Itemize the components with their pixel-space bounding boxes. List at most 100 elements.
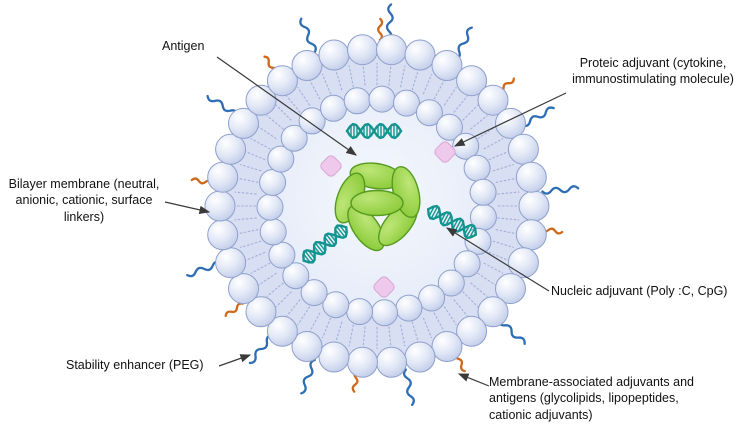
lipid-tail	[477, 272, 497, 286]
lipid-head	[376, 346, 407, 378]
lipid-head	[477, 296, 509, 328]
peg-chain	[248, 333, 274, 365]
dna-strand	[345, 122, 403, 140]
peg-chain	[453, 26, 473, 61]
lipid-head	[507, 133, 539, 165]
lipid-tail	[348, 324, 354, 347]
lipid-tail	[497, 191, 520, 195]
lipid-head	[436, 113, 463, 141]
lipid-tail	[257, 126, 277, 140]
lipid-tail	[483, 262, 504, 274]
lipid-head	[404, 39, 436, 71]
lipid-head	[515, 219, 547, 251]
lipid-tail	[497, 217, 520, 221]
lipid-head	[322, 291, 350, 319]
lipid-head	[453, 250, 481, 278]
lipid-tail	[266, 282, 284, 298]
lipid-head	[495, 107, 526, 139]
dna-rung	[335, 225, 346, 238]
lipid-head	[318, 39, 350, 71]
lipid-head	[215, 133, 247, 165]
dna-rung	[465, 224, 474, 239]
lipid-tail	[462, 291, 479, 308]
lipid-tail	[362, 326, 366, 349]
dna-strand	[302, 226, 348, 262]
lipid-tail	[275, 104, 292, 121]
lipid-tail	[275, 291, 292, 308]
dna-rung	[441, 211, 450, 226]
lipid-head	[215, 247, 247, 279]
lipid-head	[320, 94, 347, 122]
dna-rung	[317, 241, 326, 252]
lipid-tail	[495, 229, 518, 235]
lipid-tail	[250, 138, 271, 150]
lipid-tail	[433, 312, 445, 333]
lipid-tail	[266, 114, 284, 130]
dna-strand	[426, 204, 478, 240]
lipid-tail	[422, 73, 433, 95]
membrane-anchored-adjuvant	[224, 302, 244, 318]
lipid-tail	[495, 177, 518, 183]
peg-chain	[541, 185, 580, 195]
peg-chain	[497, 318, 526, 345]
label-proteic-adjuvant: Proteic adjuvant (cytokine, immunostimul…	[572, 56, 734, 87]
dna-helix-icon	[302, 224, 348, 264]
lipid-tail	[250, 262, 271, 274]
lipid-head	[300, 279, 328, 307]
proteic-adjuvant-icon	[320, 155, 342, 177]
lipid-tail	[488, 150, 510, 161]
lipid-head	[515, 161, 547, 193]
dna-rung	[468, 227, 476, 239]
lipid-tail	[236, 229, 259, 235]
lipid-tail	[321, 317, 332, 339]
peg-chain	[521, 106, 555, 128]
peg-chain	[402, 368, 415, 407]
peg-chain	[299, 17, 317, 54]
lipid-tail	[285, 95, 301, 113]
lipid-head	[282, 262, 310, 290]
lipid-tail	[477, 126, 497, 140]
antigen-cluster	[334, 162, 421, 252]
lipid-tail	[244, 150, 266, 161]
lipid-tail	[297, 86, 311, 106]
lipid-head	[376, 34, 407, 66]
lipid-head	[245, 296, 277, 328]
annotation-arrows	[164, 56, 567, 387]
dna-helix-icon	[345, 122, 403, 140]
antigen-blob	[347, 204, 385, 252]
lipid-tail	[453, 299, 469, 317]
lipid-head	[477, 84, 509, 116]
lipid-head	[228, 273, 259, 305]
lipid-head	[518, 190, 550, 222]
lipid-head	[207, 219, 239, 251]
lipid-tail	[388, 326, 392, 349]
peg-chain	[300, 358, 316, 395]
lipid-tail	[257, 272, 277, 286]
dna-rung	[304, 250, 315, 263]
arrow-antigen	[216, 56, 357, 156]
lipid-head	[456, 315, 488, 347]
inner-lipid-ring	[256, 85, 497, 327]
lipid-tail	[453, 95, 469, 113]
arrow-proteic-adjuvant	[453, 92, 567, 147]
lipid-head	[463, 154, 491, 182]
lipid-tail	[348, 65, 354, 88]
lipid-tail	[234, 217, 257, 221]
lipid-head	[469, 178, 497, 206]
lipid-head	[371, 299, 398, 327]
arrow-membrane-adjuvants	[457, 373, 490, 387]
lipid-head	[347, 346, 378, 378]
lipid-head	[456, 65, 488, 97]
dna-rung	[428, 205, 436, 217]
lipid-tail	[334, 321, 343, 343]
label-antigen: Antigen	[162, 39, 205, 53]
antigen-blob	[350, 189, 404, 217]
lipid-tail	[388, 63, 392, 86]
lipid-head	[395, 294, 423, 322]
peg-chain	[206, 94, 239, 117]
lipid-tail	[422, 317, 433, 339]
dna-rung	[445, 214, 452, 226]
lipid-head	[267, 145, 295, 173]
lipid-tail	[334, 69, 343, 91]
lipid-head	[393, 89, 420, 117]
